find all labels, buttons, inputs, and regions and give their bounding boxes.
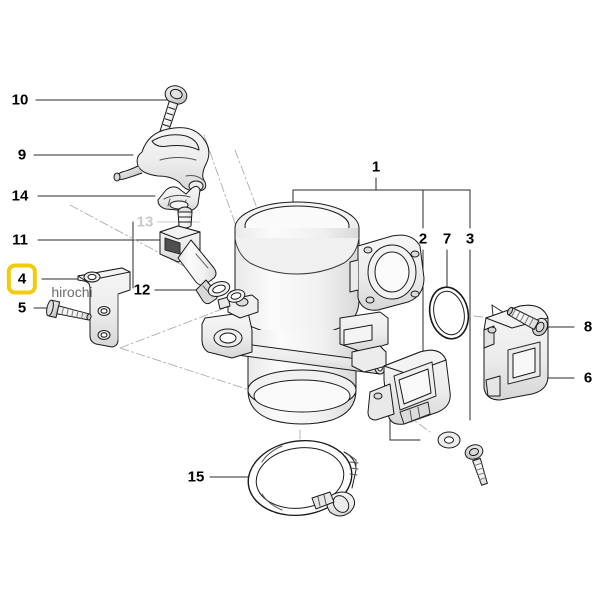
injector-barrel [177, 239, 218, 305]
watermark-hirochi: hirochi [51, 284, 93, 300]
part-throttle-cable-lever [113, 127, 210, 192]
callout-label-11[interactable]: 11 [12, 231, 28, 249]
callout-label-12[interactable]: 12 [133, 281, 151, 299]
callout-label-5[interactable]: 5 [17, 299, 27, 317]
injector-upper [177, 206, 193, 229]
part-retaining-clip [157, 185, 201, 212]
callout-label-8[interactable]: 8 [583, 318, 593, 336]
callout-label-15[interactable]: 15 [187, 468, 205, 486]
callout-label-10[interactable]: 10 [11, 91, 29, 109]
callout-label-2[interactable]: 2 [418, 230, 428, 248]
part-mounting-bracket [77, 267, 131, 348]
part-hex-bolt-bracket [46, 299, 92, 321]
part-flange-adapter [349, 234, 425, 311]
callout-label-1[interactable]: 1 [371, 158, 381, 176]
part-idle-actuator [483, 304, 549, 401]
part-hose-clamp [247, 439, 359, 517]
part-throttle-body [201, 201, 389, 425]
callout-label-9[interactable]: 9 [17, 146, 27, 164]
part-actuator-screw [506, 306, 548, 337]
part-tps-sensor [367, 349, 451, 425]
part-fuel-injector [159, 206, 231, 305]
construction-line-3 [119, 347, 269, 397]
callout-label-7[interactable]: 7 [442, 230, 452, 248]
callout-label-14[interactable]: 14 [11, 187, 29, 205]
part-o-ring-seal [428, 286, 470, 340]
callout-label-6[interactable]: 6 [583, 369, 593, 387]
construction-line-2 [119, 299, 247, 349]
part-tps-washer [437, 431, 461, 449]
callout-label-13[interactable]: 13 [136, 213, 154, 231]
part-tps-screw [464, 444, 488, 486]
injector-o-ring [207, 281, 231, 297]
callout-label-3[interactable]: 3 [465, 230, 475, 248]
callout-label-4[interactable]: 4 [6, 263, 38, 295]
construction-line-4 [203, 134, 263, 301]
